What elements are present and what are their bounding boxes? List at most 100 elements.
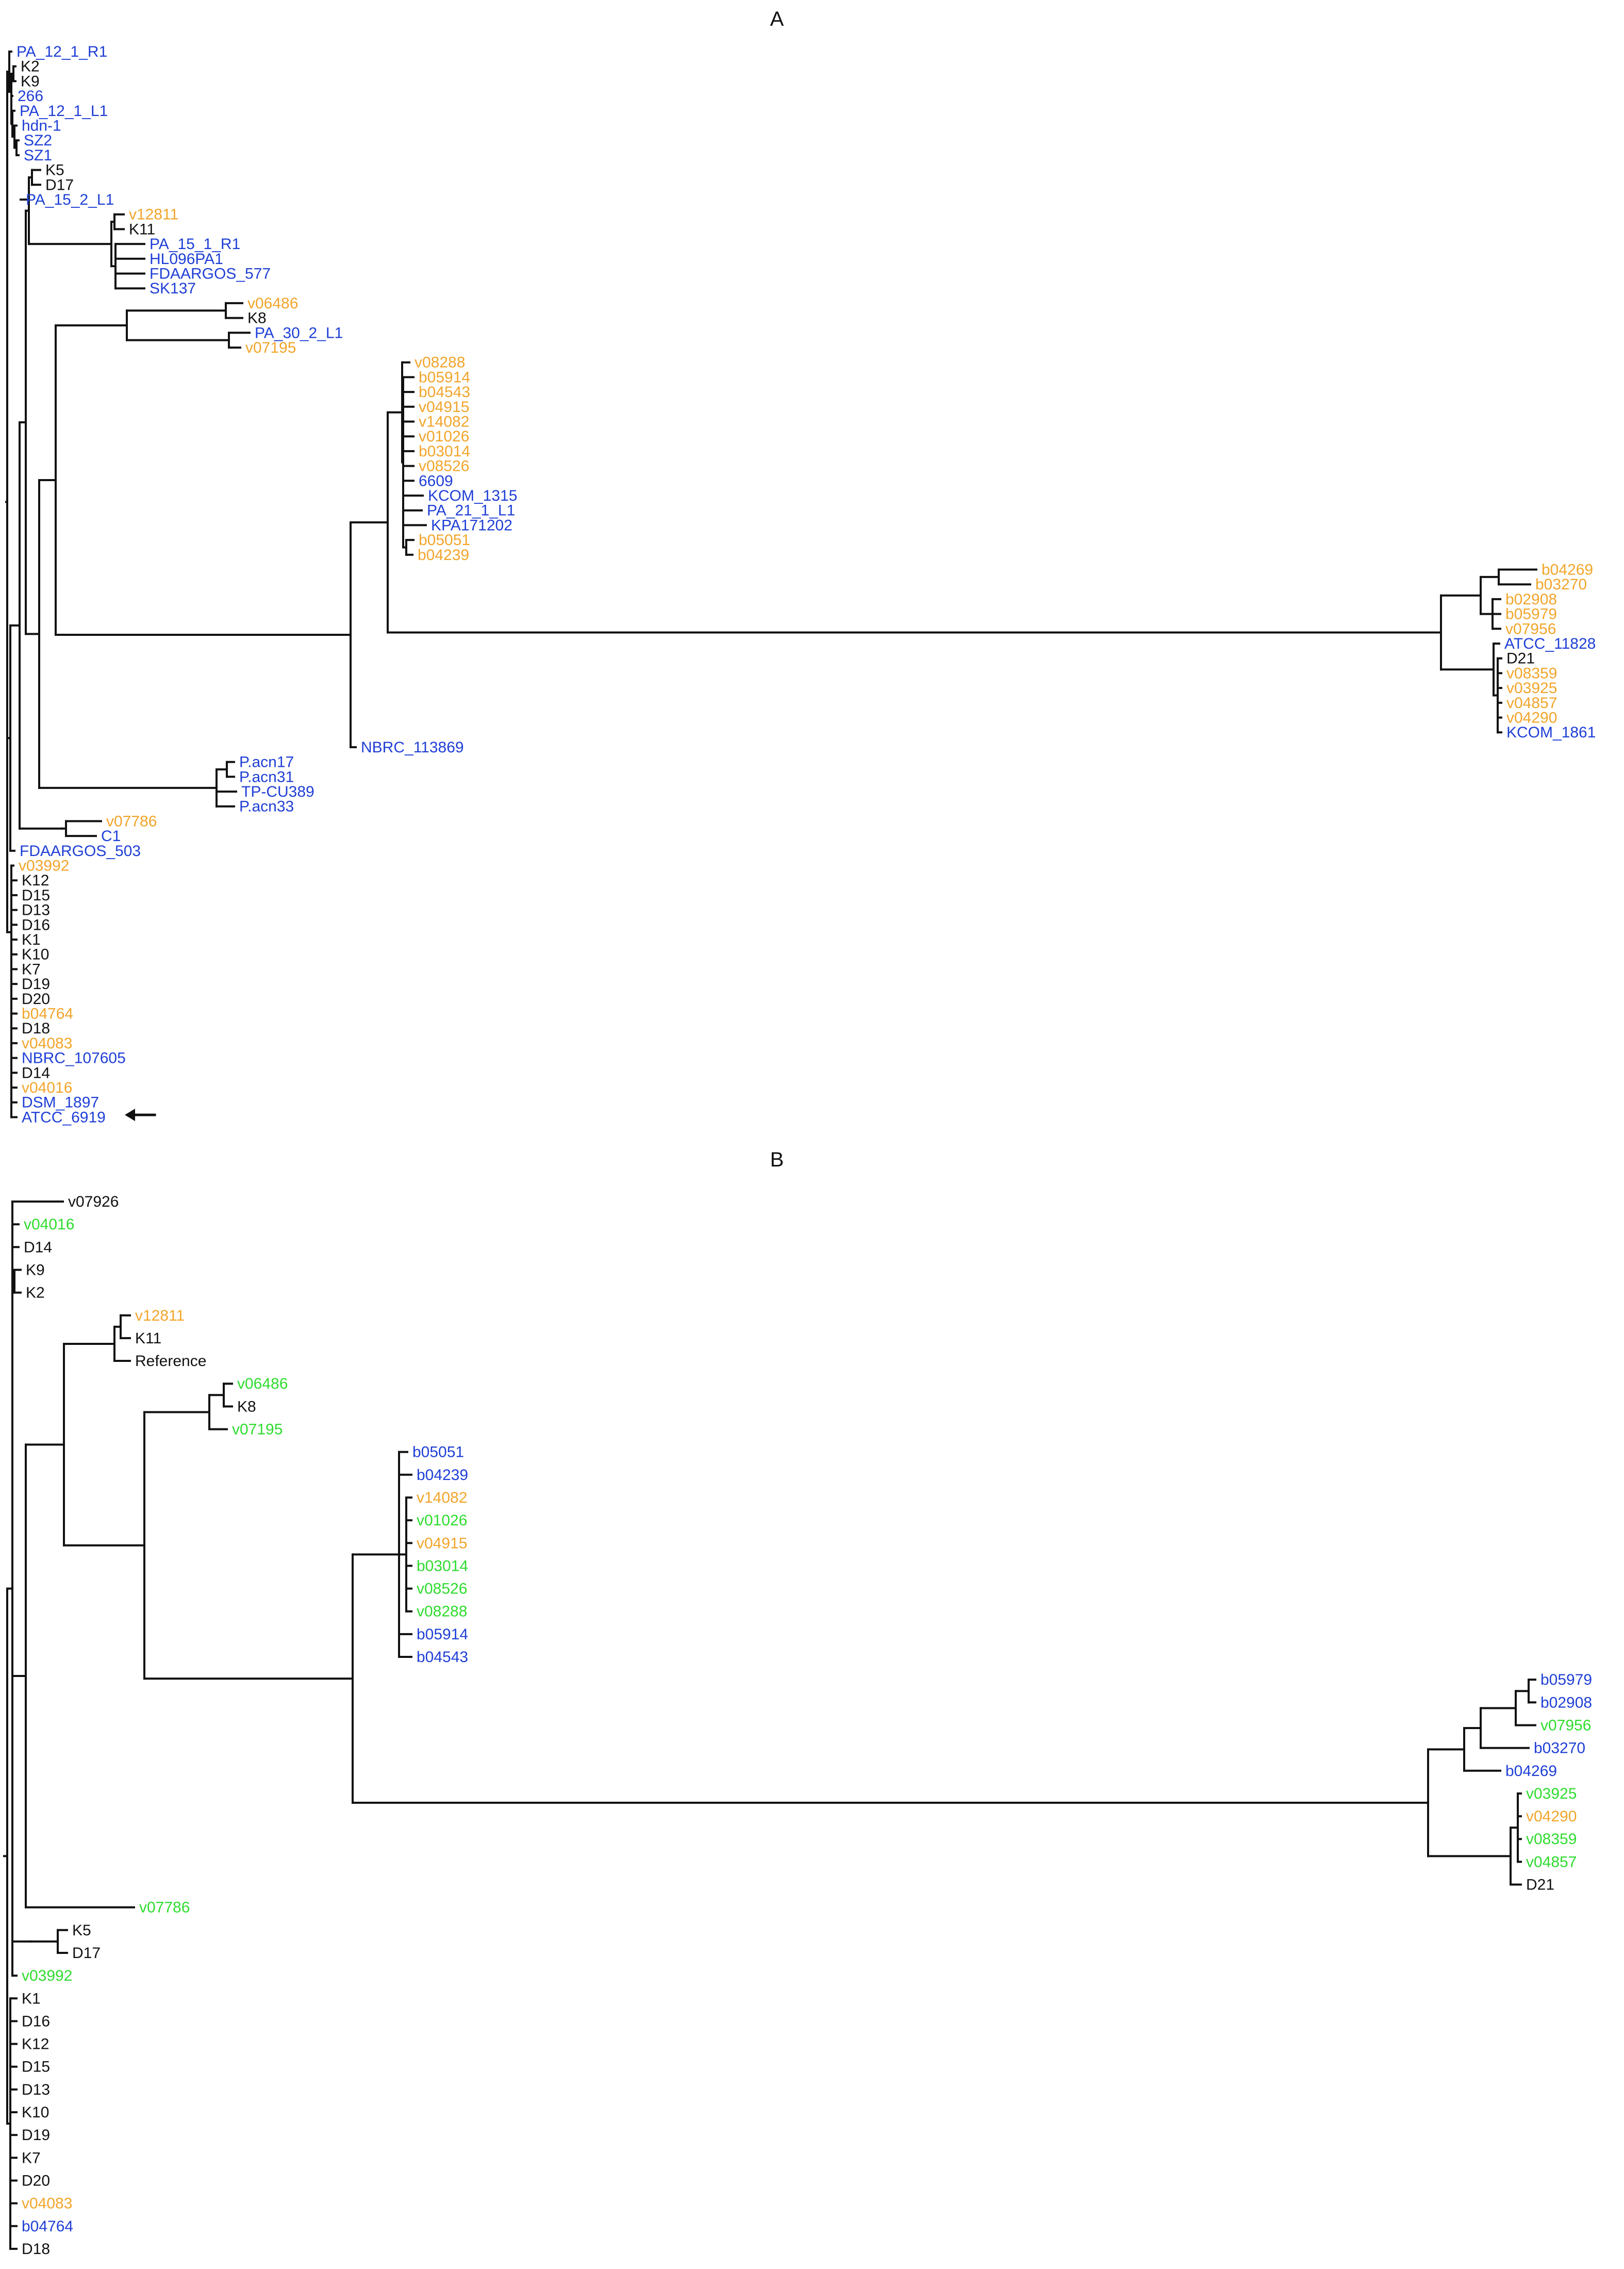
leaf-label: K9 [21,73,40,90]
panel-b-label: B [770,1148,784,1171]
leaf-label: KCOM_1315 [428,487,517,504]
leaf-label: PA_12_1_R1 [16,43,107,60]
leaf-label: b04764 [22,2218,73,2235]
leaf-label: SK137 [150,280,196,297]
leaf-label: P.acn17 [239,754,294,771]
leaf-label: D19 [22,2127,50,2144]
leaf-label: K8 [247,310,267,327]
leaf-label: PA_15_2_L1 [26,191,114,208]
tree-panel-a: A PA_12_1_R1K2K9266PA_12_1_L1hdn-1SZ2SZ1… [5,8,1596,1126]
leaf-label: HL096PA1 [150,251,223,268]
panel-a-label: A [770,8,784,30]
leaf-label: v08526 [417,1581,467,1598]
leaf-label: v07786 [139,1899,190,1916]
leaf-label: D18 [22,2241,50,2258]
leaf-label: KPA171202 [431,517,512,534]
tree-a-leaves: PA_12_1_R1K2K9266PA_12_1_L1hdn-1SZ2SZ1K5… [16,43,1596,1126]
leaf-label: K11 [129,221,155,238]
leaf-label: v07956 [1505,620,1556,637]
leaf-label: b05979 [1505,606,1557,623]
leaf-label: v04290 [1506,710,1557,727]
leaf-label: K11 [135,1330,161,1347]
leaf-label: b03270 [1535,576,1587,593]
leaf-label: v12811 [135,1307,185,1324]
leaf-label: D16 [22,2013,50,2030]
leaf-label: v07926 [68,1193,119,1210]
leaf-label: NBRC_113869 [361,739,464,756]
leaf-label: v04016 [22,1079,72,1096]
leaf-label: PA_15_1_R1 [150,236,240,253]
leaf-label: v12811 [129,206,178,223]
leaf-label: D20 [22,991,50,1008]
leaf-label: SZ2 [24,132,52,149]
leaf-label: D19 [22,976,50,993]
leaf-label: v03992 [19,858,69,875]
leaf-label: K10 [22,2104,49,2121]
leaf-label: v04857 [1506,695,1557,712]
leaf-label: 6609 [419,472,453,489]
leaf-label: b04543 [419,384,470,401]
leaf-label: K7 [22,961,41,978]
leaf-label: v03925 [1526,1785,1577,1802]
leaf-label: v04290 [1526,1808,1577,1825]
leaf-label: b05914 [417,1626,468,1643]
leaf-label: b05051 [412,1444,464,1461]
tree-a-branches [5,51,1537,1119]
tree-panel-b: B v07926v04016D14K9K2v12811K11Referencev… [3,1148,1592,2258]
leaf-label: v03925 [1506,680,1557,697]
leaf-label: FDAARGOS_577 [150,266,271,283]
leaf-label: v04915 [417,1535,467,1552]
leaf-label: K8 [237,1398,256,1415]
leaf-label: NBRC_107605 [22,1050,126,1067]
leaf-label: v08288 [417,1603,467,1620]
leaf-label: K10 [22,946,49,963]
leaf-label: K5 [72,1922,91,1939]
leaf-label: v01026 [419,428,469,445]
leaf-label: ATCC_6919 [22,1109,106,1126]
leaf-label: v04083 [22,1035,72,1052]
leaf-label: C1 [101,828,121,845]
leaf-label: D18 [22,1020,50,1037]
tree-b-branches [3,1201,1536,2250]
leaf-label: b04239 [417,1467,468,1484]
leaf-label: b04239 [418,547,469,564]
leaf-label: v08359 [1506,665,1557,682]
leaf-label: PA_12_1_L1 [20,103,108,120]
leaf-label: SZ1 [24,147,52,164]
leaf-label: v07195 [232,1421,283,1438]
leaf-label: b04543 [417,1649,468,1666]
leaf-label: 266 [18,88,43,105]
leaf-label: b02908 [1505,591,1557,608]
leaf-label: ATCC_11828 [1504,635,1596,652]
leaf-label: v08359 [1526,1831,1577,1848]
leaf-label: PA_30_2_L1 [255,324,343,341]
reference-arrow-icon [125,1109,156,1121]
leaf-label: b03014 [419,443,470,460]
leaf-label: v07956 [1540,1717,1591,1734]
leaf-label: K12 [22,872,49,889]
leaf-label: K5 [45,162,64,179]
leaf-label: v08526 [419,458,469,475]
leaf-label: hdn-1 [22,118,61,135]
leaf-label: v06486 [247,295,298,312]
tree-b-leaves: v07926v04016D14K9K2v12811K11Referencev06… [22,1193,1592,2258]
leaf-label: b02908 [1540,1694,1592,1711]
leaf-label: v07195 [245,339,296,356]
leaf-label: b05979 [1540,1671,1592,1688]
leaf-label: K9 [26,1261,45,1278]
leaf-label: v03992 [22,1967,72,1984]
leaf-label: D16 [22,916,50,933]
leaf-label: D14 [22,1064,50,1081]
leaf-label: b05914 [419,369,470,386]
leaf-label: v14082 [417,1489,467,1506]
leaf-label: v06486 [237,1375,288,1392]
leaf-label: D13 [22,2081,50,2098]
leaf-label: b03014 [417,1557,468,1574]
leaf-label: DSM_1897 [22,1094,99,1111]
leaf-label: D15 [22,2059,50,2076]
leaf-label: D17 [72,1945,101,1962]
leaf-label: TP-CU389 [241,783,314,800]
leaf-label: b04269 [1505,1763,1557,1780]
leaf-label: D15 [22,887,50,904]
